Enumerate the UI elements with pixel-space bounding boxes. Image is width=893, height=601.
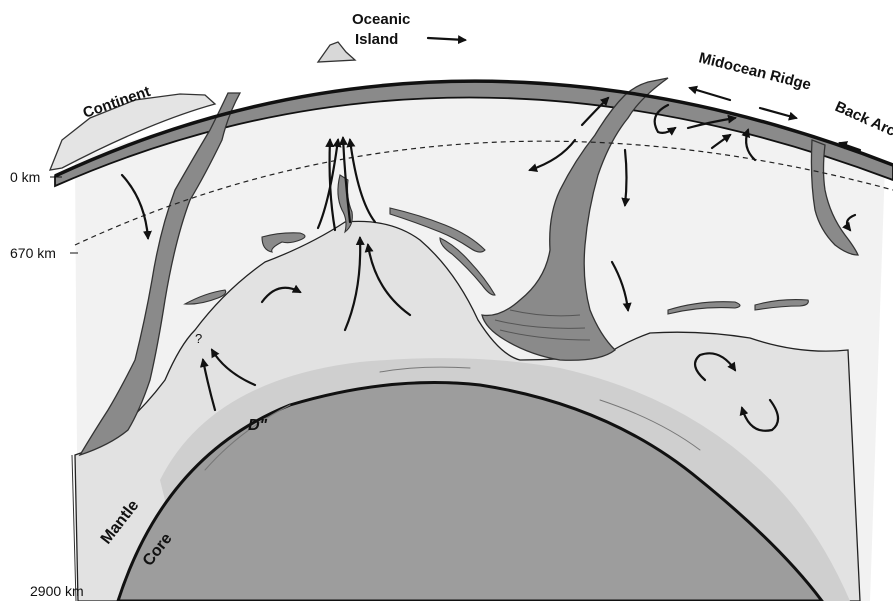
island-label-line2: Island [355,31,398,48]
depth-2900km: 2900 km [30,583,84,599]
d-double-prime-label: D" [248,417,268,434]
depth-0km: 0 km [10,169,40,185]
oceanic-label-line1: Oceanic [352,11,410,28]
back-arc-label: Back Arc [832,98,893,140]
question-mark-label: ? [195,331,202,346]
plate-motion-arrow [428,38,465,40]
oceanic-island-peak [318,42,355,62]
ridge-spreading-arrow-right [760,108,796,118]
ridge-spreading-arrow-left [690,88,730,100]
depth-670km: 670 km [10,245,56,261]
midocean-ridge-label: Midocean Ridge [697,49,813,93]
